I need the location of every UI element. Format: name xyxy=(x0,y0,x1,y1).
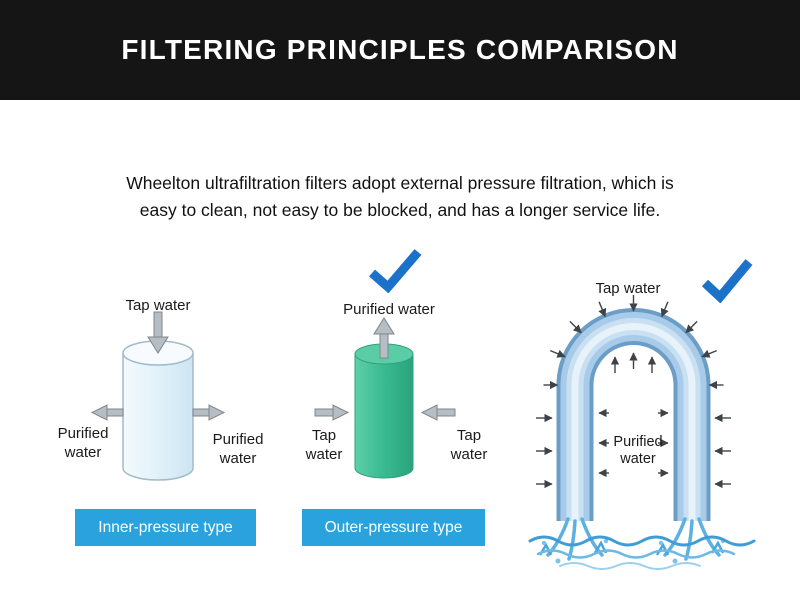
outer-right-label-line2: water xyxy=(450,446,488,463)
inner-cylinder-body xyxy=(122,353,194,481)
arrow-inward-right-icon xyxy=(420,404,456,421)
inner-pressure-type-button[interactable]: Inner-pressure type xyxy=(75,509,256,546)
arrow-left-icon xyxy=(90,404,124,421)
utube-membrane-graphic xyxy=(528,295,756,570)
intro-text: Wheelton ultrafiltration filters adopt e… xyxy=(0,170,800,224)
outer-right-label-line1: Tap xyxy=(456,427,482,444)
inner-right-label: Purified water xyxy=(196,430,280,468)
page-title: FILTERING PRINCIPLES COMPARISON xyxy=(121,34,679,65)
water-waves xyxy=(528,535,756,570)
outer-cylinder-body xyxy=(354,354,414,479)
outer-top-label: Purified water xyxy=(343,301,435,318)
utube-top-label: Tap water xyxy=(595,280,661,297)
outer-right-label: Tap water xyxy=(438,426,500,464)
u-tube xyxy=(556,308,711,521)
checkmark-icon xyxy=(701,259,753,303)
utube-center-label-line1: Purified xyxy=(613,434,663,450)
outer-left-label-line2: water xyxy=(305,446,343,463)
inner-pressure-cylinder-graphic xyxy=(90,311,226,481)
intro-line-1: Wheelton ultrafiltration filters adopt e… xyxy=(126,173,674,193)
inner-left-label-line2: water xyxy=(64,444,102,461)
outer-left-label-line1: Tap xyxy=(311,427,337,444)
inner-right-label-line1: Purified xyxy=(212,431,264,448)
arrow-inward-left-icon xyxy=(314,404,350,421)
outer-left-label: Tap water xyxy=(293,426,355,464)
outer-pressure-cylinder-graphic xyxy=(314,317,456,479)
pressure-arrows xyxy=(536,295,731,489)
arrow-up-icon xyxy=(373,317,395,359)
inner-left-label-line1: Purified xyxy=(57,425,109,442)
utube-center-label: Purified water xyxy=(596,434,680,468)
inner-top-label: Tap water xyxy=(125,297,191,314)
arrow-down-icon xyxy=(147,311,169,354)
inner-left-label: Purified water xyxy=(44,424,122,462)
title-banner: FILTERING PRINCIPLES COMPARISON xyxy=(0,0,800,100)
arrow-right-icon xyxy=(192,404,226,421)
intro-line-2: easy to clean, not easy to be blocked, a… xyxy=(139,200,661,220)
inner-right-label-line2: water xyxy=(219,450,257,467)
outer-pressure-type-button[interactable]: Outer-pressure type xyxy=(302,509,485,546)
checkmark-icon xyxy=(369,249,422,293)
utube-center-label-line2: water xyxy=(620,451,656,467)
